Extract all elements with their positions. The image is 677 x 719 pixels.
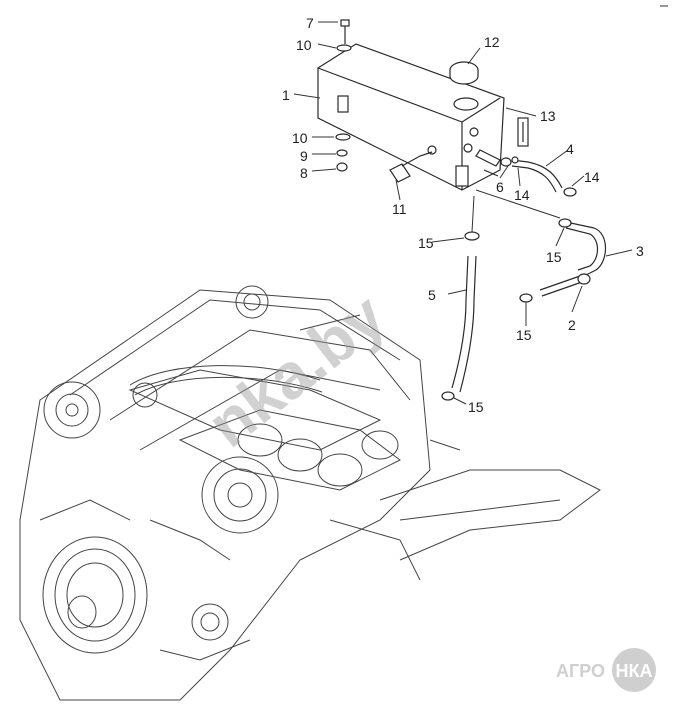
callout-9: 9 [300,148,308,164]
expansion-tank [317,43,505,191]
callout-12: 12 [484,34,500,50]
logo-left-text: АГРО [556,661,605,681]
drain-fitting [389,151,433,183]
level-gauge [517,117,529,147]
hose-4 [500,156,577,197]
callout-14-left: 14 [514,187,530,203]
callout-labels: 1 2 3 4 5 6 7 8 9 10 10 11 12 13 14 14 1… [282,15,644,415]
logo-badge-text: НКА [616,661,653,681]
hose-5 [441,231,480,401]
callout-15-hose-2: 15 [516,327,532,343]
callout-10-top: 10 [296,37,312,53]
callout-15-tube-top: 15 [418,235,434,251]
callout-15-hose-3: 15 [546,249,562,265]
callout-2: 2 [568,317,576,333]
callout-13: 13 [540,108,556,124]
hose-2 [519,273,591,303]
filler-cap [449,61,479,85]
callout-1: 1 [282,87,290,103]
callout-8: 8 [300,165,308,181]
callout-4: 4 [566,141,574,157]
callout-11: 11 [392,201,407,217]
callout-3: 3 [636,243,644,259]
brand-logo: АГРО НКА [556,648,656,692]
engine-assembly [19,285,601,701]
bolt-stack [335,19,352,172]
callout-6: 6 [496,179,504,195]
leader-lines [293,21,633,405]
callout-5: 5 [428,287,436,303]
callout-14-right: 14 [584,169,600,185]
callout-10-bottom: 10 [292,130,308,146]
watermark-text: nka.by [194,279,398,461]
hose-3 [558,218,607,277]
logo-badge-circle [612,648,656,692]
callout-7: 7 [306,15,314,31]
callout-15-tube-bottom: 15 [468,399,484,415]
